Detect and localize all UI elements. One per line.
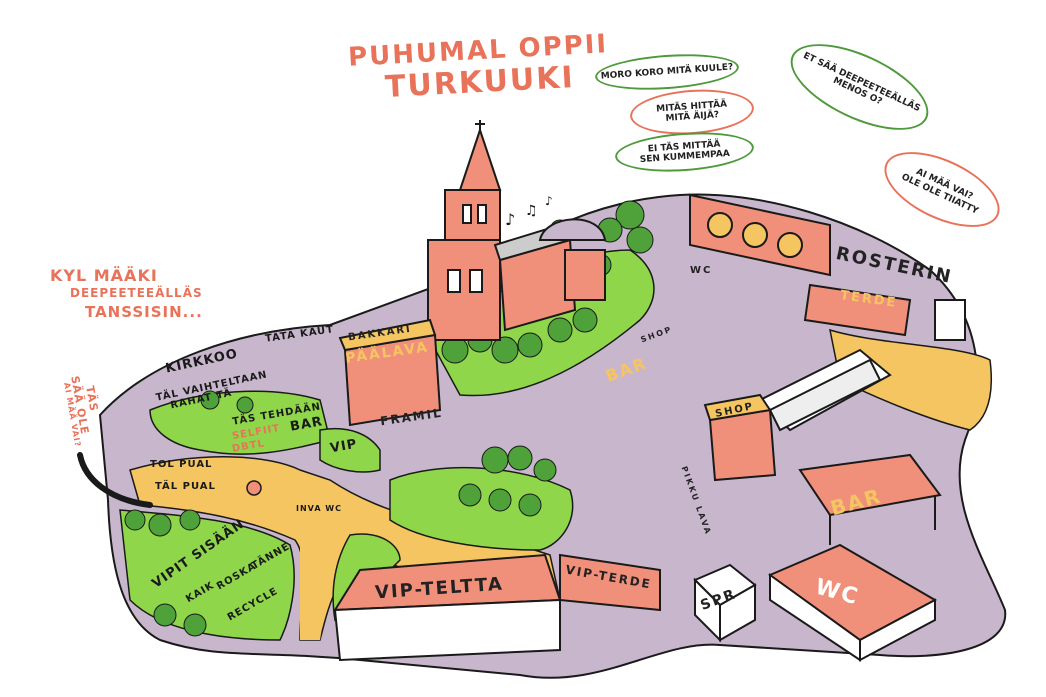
label-tal-pual: TÄL PUAL — [155, 481, 216, 492]
label-wc-top: WC — [690, 265, 713, 276]
lawn-vip — [319, 428, 381, 473]
info-marker — [246, 480, 262, 496]
side-text-kyl-1: KYL MÄÄKI — [50, 266, 158, 285]
label-inva-wc: INVA WC — [296, 504, 342, 513]
side-text-kyl-2: DEEPEETEEÄLLÄS — [70, 286, 203, 300]
svg-text:♪: ♪ — [505, 210, 515, 229]
rosterin-terrace — [803, 283, 966, 341]
trees — [124, 200, 654, 637]
bar-tent-right — [798, 453, 942, 545]
label-tol-pual: TOL PUAL — [150, 459, 213, 470]
wc-tent — [767, 543, 938, 662]
svg-text:♪: ♪ — [545, 194, 553, 208]
lawn-center — [389, 466, 574, 551]
music-notes: ♪ ♫ ♪ — [505, 194, 553, 229]
arches — [689, 193, 831, 277]
cathedral — [427, 120, 607, 341]
side-text-kyl-3: TANSSISIN... — [85, 303, 203, 321]
path-yellow-bottom — [300, 520, 324, 640]
white-tent — [758, 348, 892, 432]
vip-tent — [333, 553, 661, 662]
arrow-curve — [77, 452, 153, 508]
lawn-left-top — [149, 390, 331, 455]
spr-tent — [693, 563, 757, 643]
svg-text:♫: ♫ — [525, 203, 538, 219]
path-yellow-right — [829, 328, 992, 431]
small-stage — [703, 393, 777, 482]
main-stage — [338, 318, 442, 427]
